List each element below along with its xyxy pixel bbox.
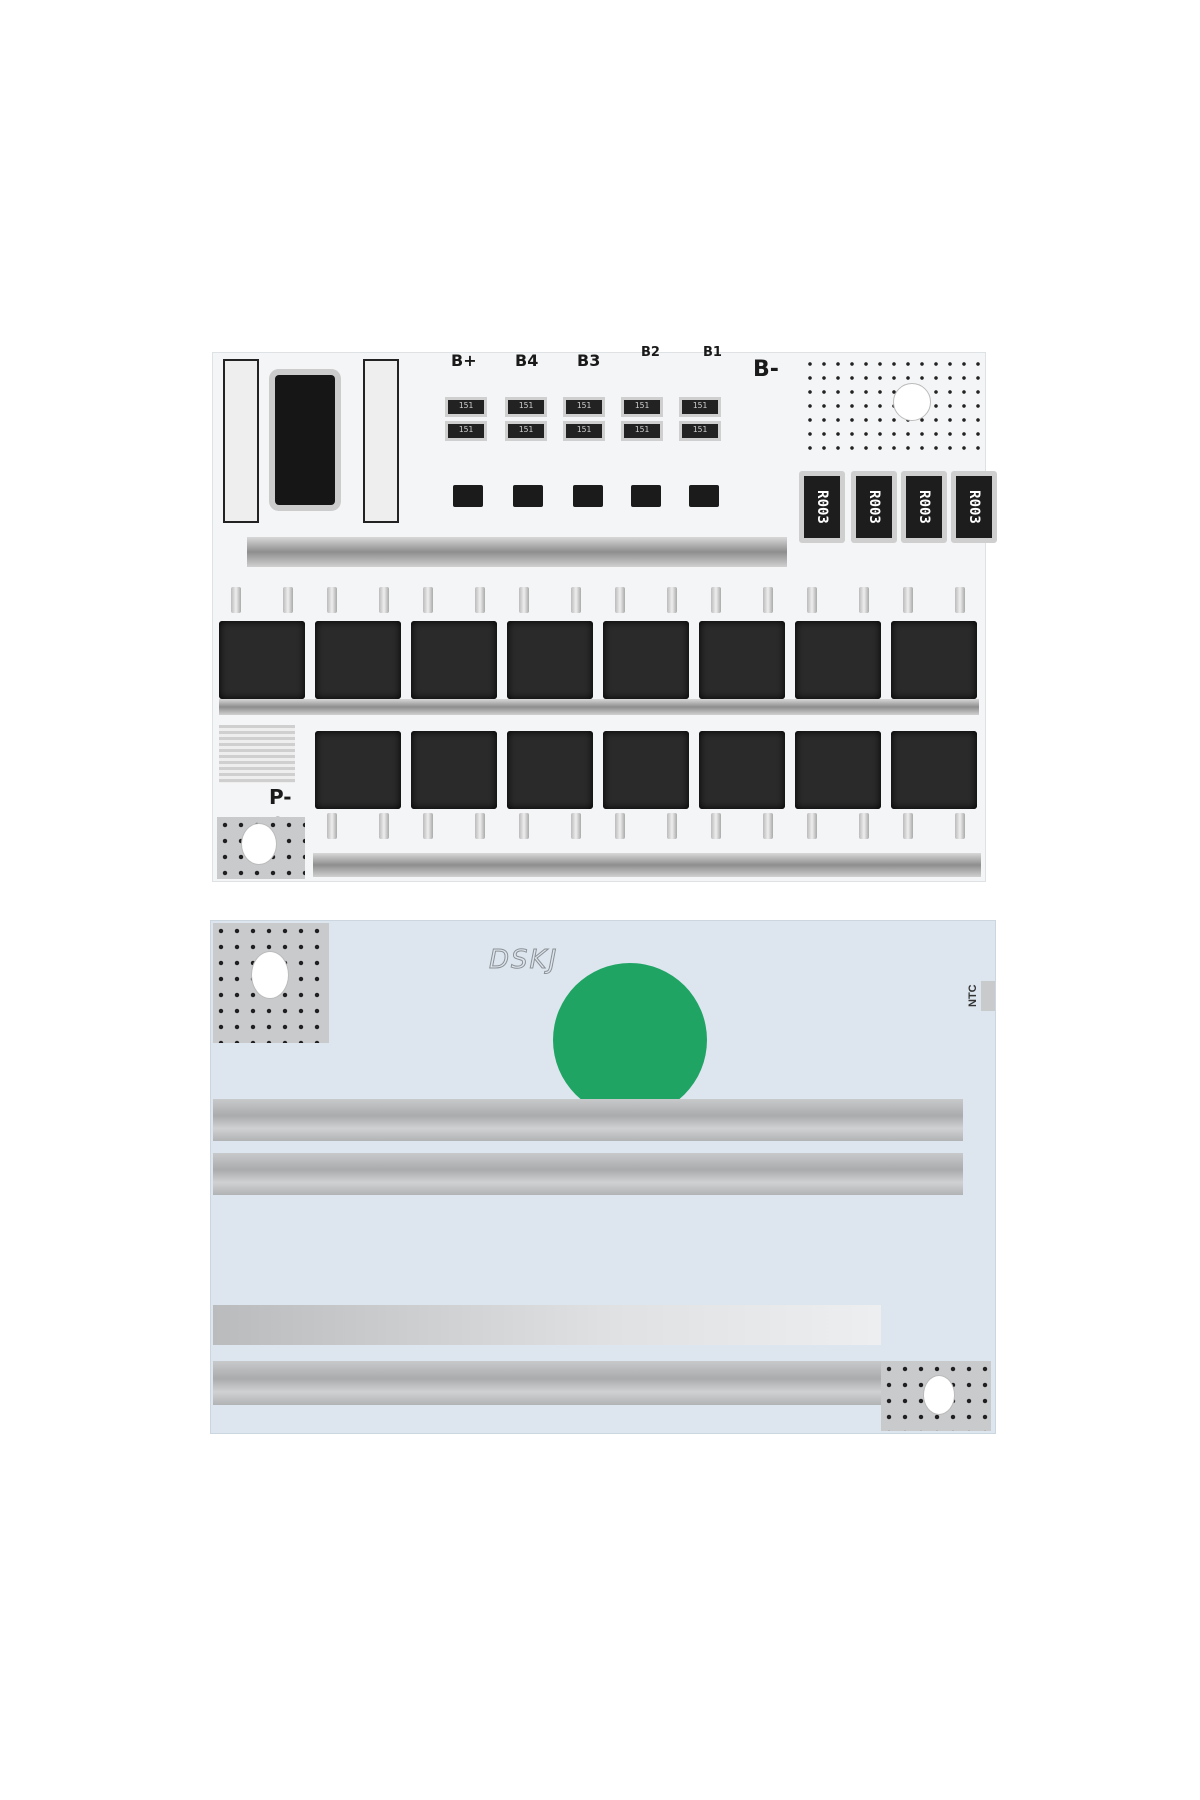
thermal-pad-green	[553, 963, 707, 1117]
label-b1: B1	[703, 345, 722, 360]
lower-solder-strip	[313, 853, 981, 877]
copper-strip-2	[213, 1153, 963, 1195]
label-b4: B4	[515, 351, 539, 370]
mounting-hole-top-left	[251, 951, 289, 999]
p-minus-pad	[219, 725, 295, 783]
shunt-resistor-3: R003	[901, 471, 947, 543]
mounting-hole-top-right	[893, 383, 931, 421]
mounting-pad-bottom-right	[881, 1361, 991, 1431]
ic-column-right	[363, 359, 399, 523]
bms-board-back: DSKJ NTC	[210, 920, 996, 1434]
logo-text: DSKJ	[488, 945, 559, 976]
upper-solder-strip	[247, 537, 787, 567]
ic-column-left	[223, 359, 259, 523]
label-b3: B3	[577, 351, 601, 370]
shunt-resistor-2: R003	[851, 471, 897, 543]
ntc-label: NTC	[967, 984, 979, 1007]
ntc-pads	[981, 981, 995, 1011]
label-b-minus: B-	[753, 357, 779, 382]
control-ic	[275, 375, 335, 505]
copper-strip-3	[213, 1305, 881, 1345]
shunt-resistor-1: R003	[799, 471, 845, 543]
bms-board-front: B+ B4 B3 B2 B1 B- 151 151 151 151 151 15…	[212, 345, 997, 882]
label-p-minus: P-	[269, 785, 292, 809]
copper-strip-1	[213, 1099, 963, 1141]
middle-tabs	[219, 699, 979, 715]
mounting-hole-bottom-left	[241, 823, 277, 865]
copper-strip-4	[213, 1361, 881, 1405]
mounting-hole-bottom-right	[923, 1375, 955, 1415]
label-b2: B2	[641, 345, 660, 360]
shunt-resistor-4: R003	[951, 471, 997, 543]
label-b-plus: B+	[451, 351, 477, 370]
